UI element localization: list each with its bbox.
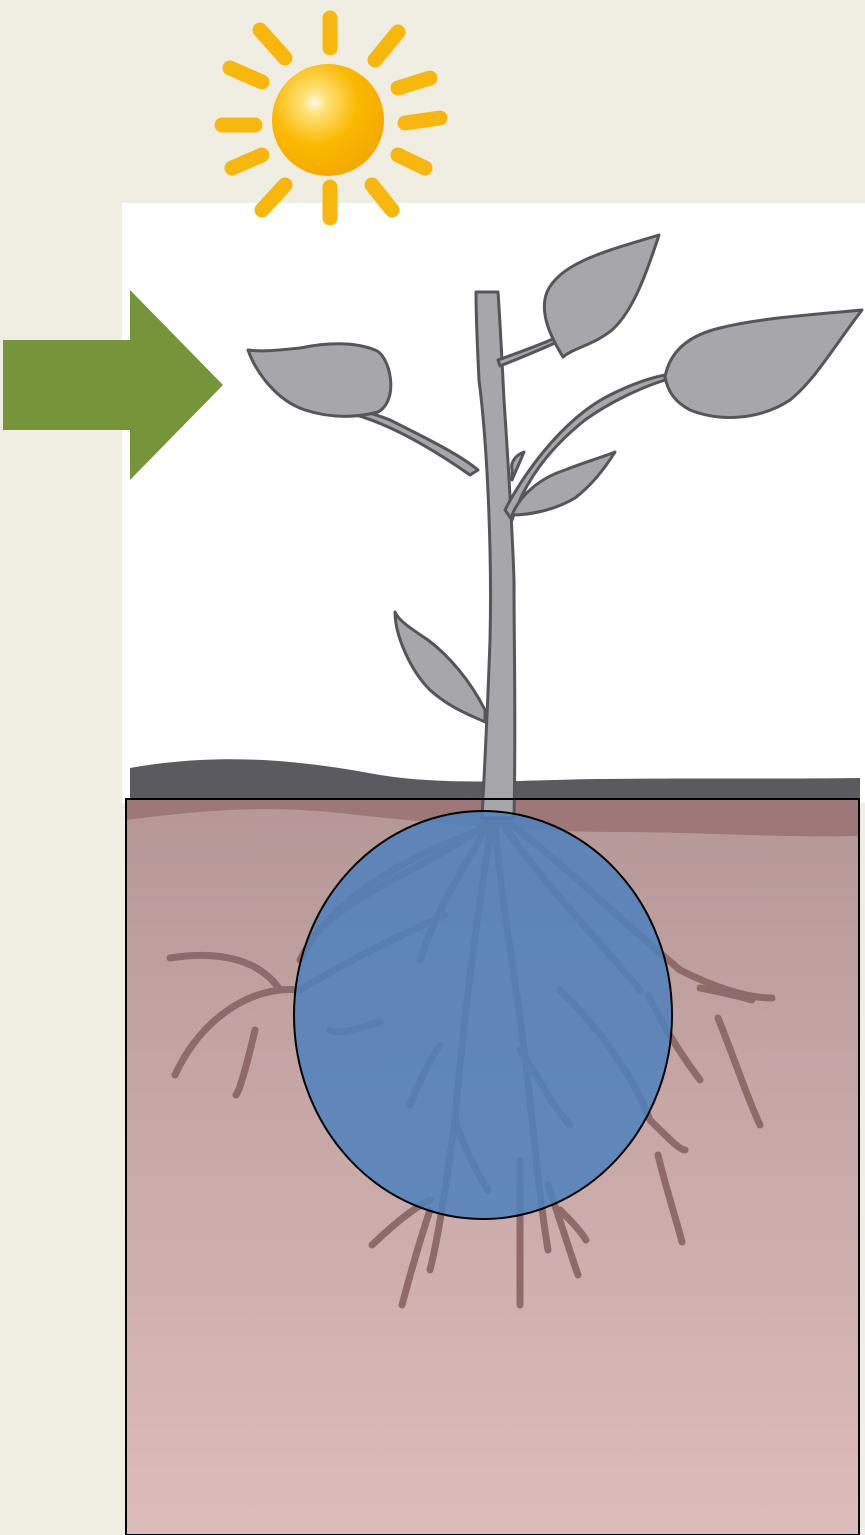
sun-icon	[222, 18, 440, 218]
highlight-circle	[294, 811, 672, 1219]
